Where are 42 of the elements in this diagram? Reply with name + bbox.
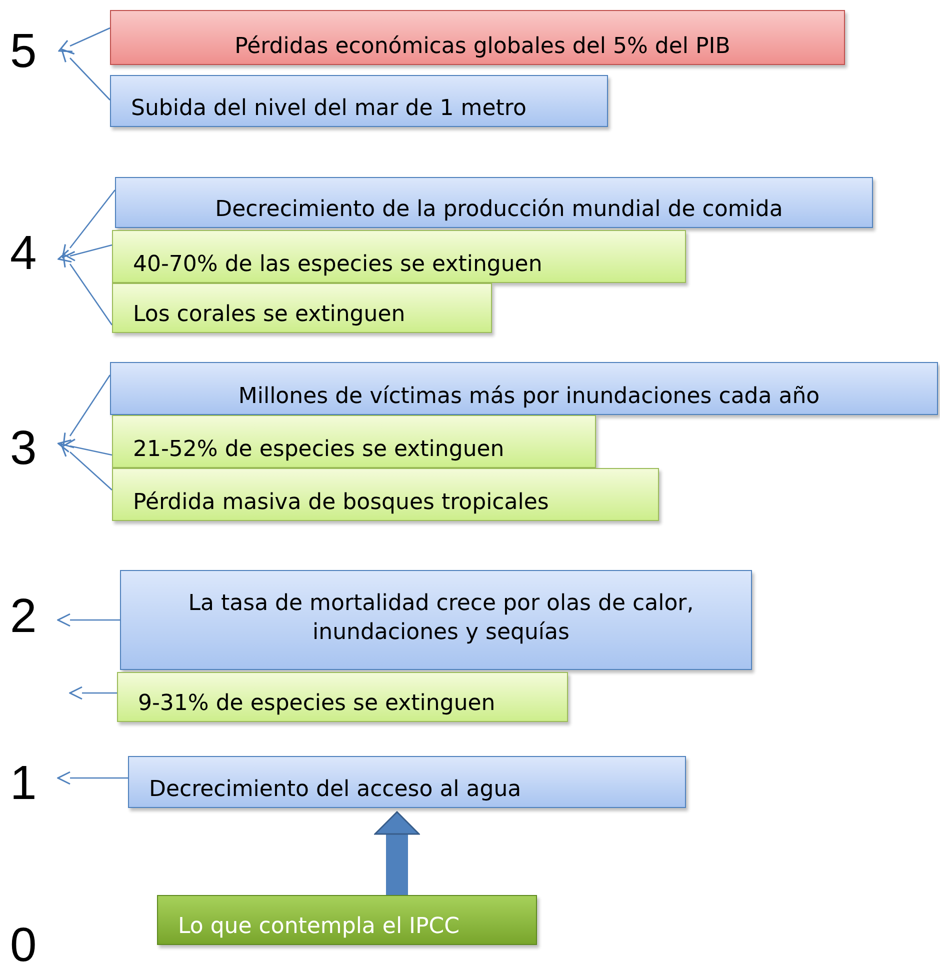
level-number: 3 [10, 425, 62, 473]
impact-box [110, 362, 938, 415]
arrow [62, 253, 113, 326]
impact-text: Subida del nivel del mar de 1 metro [131, 95, 526, 124]
impact-box [115, 177, 873, 228]
impact-box [112, 415, 596, 468]
impact-text: Millones de víctimas más por inundaciones cada año [238, 383, 820, 412]
impact-box [110, 10, 845, 65]
impact-box [128, 756, 686, 808]
arrow [60, 443, 112, 490]
impact-box [110, 75, 608, 127]
impact-box [157, 895, 537, 945]
level-number: 4 [10, 230, 62, 278]
impact-box [112, 283, 492, 333]
impact-text: Lo que contempla el IPCC [178, 913, 460, 942]
impact-text: Pérdida masiva de bosques tropicales [133, 489, 549, 518]
level-number: 1 [10, 760, 62, 808]
impact-text: 9-31% de especies se extinguen [138, 690, 496, 718]
arrow [60, 48, 110, 100]
impact-box [112, 230, 686, 283]
impact-text: Decrecimiento de la producción mundial de comida [215, 196, 783, 224]
level-number: 0 [10, 922, 62, 967]
block-arrow [374, 811, 420, 895]
impact-text: Los corales se extinguen [133, 301, 406, 330]
impact-text: Pérdidas económicas globales del 5% del PIB [234, 33, 730, 62]
arrow [57, 613, 120, 627]
arrow [58, 439, 112, 456]
impact-box [117, 672, 568, 722]
impact-text: Decrecimiento del acceso al agua [149, 776, 522, 804]
impact-text: 40-70% de las especies se extinguen [133, 251, 542, 280]
arrow [69, 686, 117, 700]
level-number: 5 [10, 28, 62, 76]
arrow [58, 27, 110, 52]
level-number: 2 [10, 593, 62, 641]
impact-text: 21-52% de especies se extinguen [133, 436, 504, 464]
arrow [62, 190, 116, 258]
impact-box [112, 468, 659, 521]
impact-box [120, 570, 752, 670]
arrow [58, 244, 112, 263]
arrow [57, 771, 128, 785]
impact-text: La tasa de mortalidad crece por olas de calor, inundaciones y sequías [187, 590, 695, 647]
arrow [62, 374, 111, 447]
